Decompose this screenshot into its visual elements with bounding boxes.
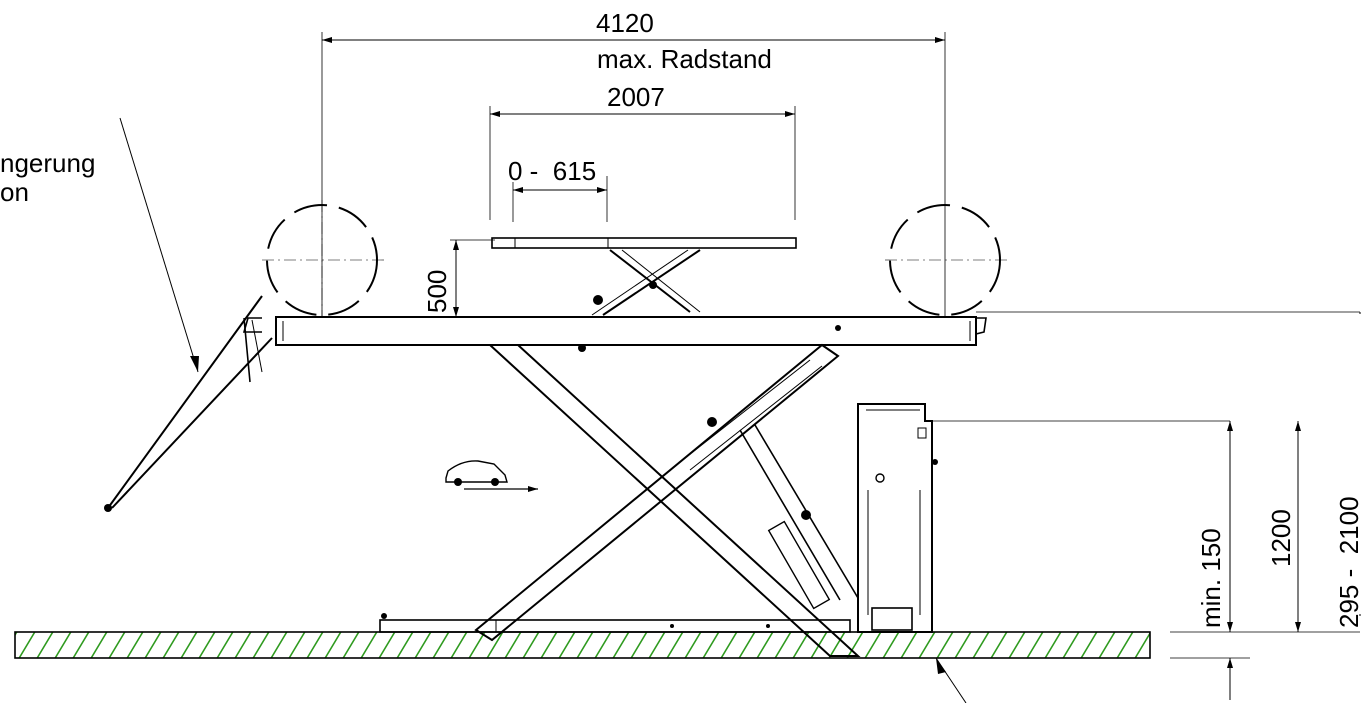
control-height-value: 1200: [1266, 509, 1296, 567]
lift-height-value: 295 - 2100: [1334, 496, 1363, 628]
upper-platform: [491, 237, 797, 316]
wheelbase-value: 4120: [596, 8, 654, 38]
ramp-label-line1: ngerung: [0, 148, 95, 178]
wheel-left: [262, 200, 385, 318]
platform-length-dimension: 2007: [489, 82, 796, 220]
floor: [14, 631, 1151, 659]
height-500-value: 500: [422, 270, 452, 313]
wheelbase-label: max. Radstand: [597, 44, 772, 74]
car-icon: [445, 460, 538, 492]
extension-dimension: 0 - 615: [508, 156, 608, 222]
control-unit: [857, 403, 1230, 633]
ramp-label-line2: on: [0, 177, 29, 207]
wheelbase-dimension: 4120 max. Radstand: [321, 8, 946, 318]
right-dimensions: min. 150 1200 295 - 2100: [1170, 312, 1363, 700]
wheel-right: [885, 204, 1008, 316]
main-platform: [242, 311, 1360, 346]
extension-value: 0 - 615: [508, 156, 596, 186]
min-height-value: min. 150: [1196, 528, 1226, 628]
scissor-mechanism: [474, 343, 861, 657]
platform-length-value: 2007: [607, 82, 665, 112]
access-ramp: ngerung on: [0, 117, 273, 512]
height-500-dimension: 500: [422, 239, 495, 317]
base-frame: [379, 613, 851, 633]
floor-pointer: [935, 657, 967, 703]
